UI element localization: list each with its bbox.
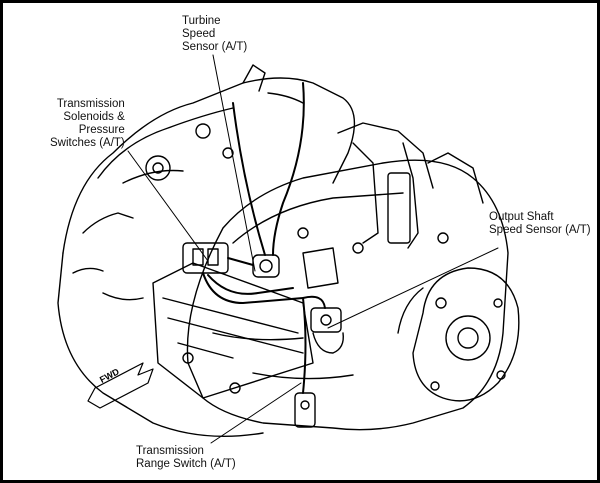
- label-transmission-range-switch: Transmission Range Switch (A/T): [136, 445, 236, 470]
- leader-lines: [127, 54, 499, 444]
- differential-cover: [397, 267, 520, 402]
- label-solenoids-pressure-switches: Transmission Solenoids & Pressure Switch…: [50, 98, 125, 149]
- transmission-illustration: [57, 54, 520, 444]
- engine-block: [57, 64, 356, 438]
- wire-harness: [202, 82, 326, 394]
- turbine-sensor: [252, 254, 280, 278]
- range-switch: [294, 392, 316, 428]
- transmission-case: [186, 122, 509, 431]
- output-sensor: [310, 307, 344, 354]
- fwd-arrow: [87, 362, 154, 409]
- label-output-shaft-speed-sensor: Output Shaft Speed Sensor (A/T): [489, 211, 591, 236]
- label-turbine-speed-sensor: Turbine Speed Sensor (A/T): [182, 15, 248, 53]
